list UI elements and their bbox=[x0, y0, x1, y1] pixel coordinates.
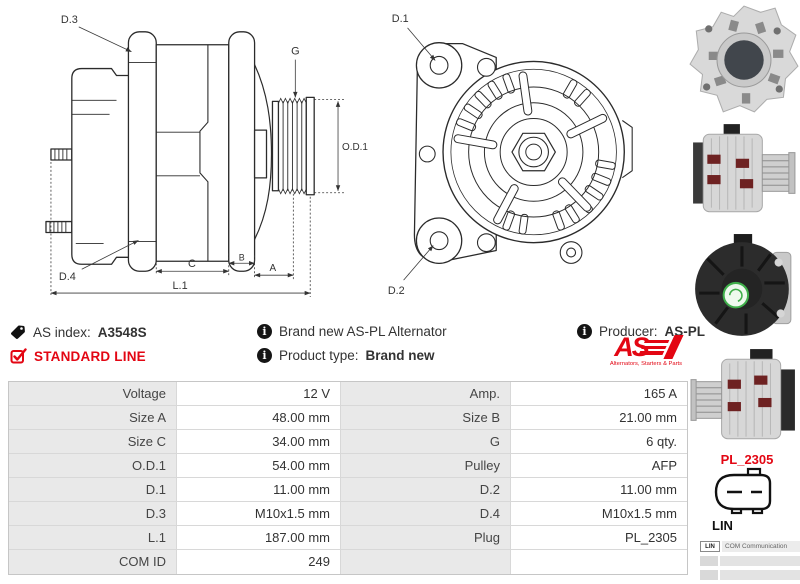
spec-value: 21.00 mm bbox=[511, 406, 687, 430]
plug-legend: LIN COM Communication bbox=[700, 541, 800, 584]
dim-label-d4: D.4 bbox=[59, 271, 76, 283]
pulley-flange-left bbox=[271, 100, 280, 192]
legend-desc: COM Communication bbox=[722, 541, 800, 552]
mount-hole-d1 bbox=[429, 55, 449, 75]
table-row: L.1 187.00 mm Plug PL_2305 bbox=[9, 526, 687, 550]
table-row: Size C 34.00 mm G 6 qty. bbox=[9, 430, 687, 454]
shaft bbox=[253, 129, 268, 179]
as-index-label: AS index: bbox=[33, 324, 91, 340]
as-index-value: A3548S bbox=[97, 324, 147, 340]
info-icon: i bbox=[577, 324, 592, 339]
standard-line-label: STANDARD LINE bbox=[34, 348, 146, 364]
legend-key: LIN bbox=[700, 541, 720, 552]
spec-value: 54.00 mm bbox=[177, 454, 341, 478]
spec-value: 12 V bbox=[177, 382, 341, 406]
legend-row: LIN COM Communication bbox=[700, 541, 800, 552]
table-row: COM ID 249 bbox=[9, 550, 687, 574]
product-type-label: Product type: bbox=[279, 348, 359, 363]
spec-label: Plug bbox=[341, 526, 511, 550]
spec-label: Voltage bbox=[9, 382, 177, 406]
dim-label-d3: D.3 bbox=[61, 14, 78, 26]
dim-label-d2: D.2 bbox=[388, 285, 405, 297]
spec-value: 187.00 mm bbox=[177, 526, 341, 550]
spec-value: 249 bbox=[177, 550, 341, 574]
spec-table: Voltage 12 V Amp. 165 A Size A 48.00 mm … bbox=[8, 381, 688, 575]
table-row: D.3 M10x1.5 mm D.4 M10x1.5 mm bbox=[9, 502, 687, 526]
spec-label: Pulley bbox=[341, 454, 511, 478]
table-row: D.1 11.00 mm D.2 11.00 mm bbox=[9, 478, 687, 502]
stator-body bbox=[155, 44, 230, 262]
terminal-stud-top bbox=[50, 148, 73, 161]
legend-row-placeholder bbox=[700, 570, 800, 580]
spec-label: Size B bbox=[341, 406, 511, 430]
as-index-line: AS index: A3548S bbox=[10, 324, 147, 340]
spec-label: L.1 bbox=[9, 526, 177, 550]
front-bracket bbox=[228, 31, 256, 272]
producer-label: Producer: bbox=[599, 324, 658, 339]
info-icon: i bbox=[257, 324, 272, 339]
spec-label bbox=[341, 550, 511, 574]
spec-label: Amp. bbox=[341, 382, 511, 406]
rear-cover bbox=[71, 67, 132, 265]
table-row: O.D.1 54.00 mm Pulley AFP bbox=[9, 454, 687, 478]
as-logo-block bbox=[663, 335, 684, 359]
spec-value: 48.00 mm bbox=[177, 406, 341, 430]
brand-new-line: i Brand new AS-PL Alternator bbox=[257, 324, 447, 339]
rear-bracket bbox=[127, 31, 157, 272]
spec-label: Size C bbox=[9, 430, 177, 454]
table-row: Voltage 12 V Amp. 165 A bbox=[9, 382, 687, 406]
dim-label-g: G bbox=[291, 46, 299, 58]
spec-value: 11.00 mm bbox=[511, 478, 687, 502]
table-row: Size A 48.00 mm Size B 21.00 mm bbox=[9, 406, 687, 430]
standard-line: STANDARD LINE bbox=[10, 348, 146, 364]
spec-label: Size A bbox=[9, 406, 177, 430]
product-photo-rear[interactable] bbox=[688, 232, 800, 342]
spec-value: 34.00 mm bbox=[177, 430, 341, 454]
as-logo-subtext: Alternators, Starters & Parts bbox=[609, 361, 683, 367]
product-type-value: Brand new bbox=[365, 348, 435, 363]
spec-label: D.2 bbox=[341, 478, 511, 502]
spec-value: M10x1.5 mm bbox=[511, 502, 687, 526]
dim-label-od1: O.D.1 bbox=[342, 142, 368, 153]
spec-value bbox=[511, 550, 687, 574]
pulley-flange-right bbox=[305, 96, 315, 196]
lin-connector-icon bbox=[714, 467, 772, 515]
spec-label: D.3 bbox=[9, 502, 177, 526]
spec-value: 165 A bbox=[511, 382, 687, 406]
product-photo-side-left[interactable] bbox=[688, 345, 800, 455]
spec-label: COM ID bbox=[9, 550, 177, 574]
side-view-svg: D.3 G O.D.1 D.4 C B A L.1 bbox=[45, 14, 368, 298]
legend-row-placeholder bbox=[700, 556, 800, 566]
spec-label: O.D.1 bbox=[9, 454, 177, 478]
spec-value: 11.00 mm bbox=[177, 478, 341, 502]
tag-icon bbox=[11, 325, 25, 339]
front-view-svg: D.1 D.2 bbox=[388, 13, 633, 297]
spec-label: D.4 bbox=[341, 502, 511, 526]
spec-value: M10x1.5 mm bbox=[177, 502, 341, 526]
dim-label-l1: L.1 bbox=[173, 280, 188, 292]
info-icon: i bbox=[257, 348, 272, 363]
technical-drawing-front-view: D.1 D.2 bbox=[378, 6, 644, 302]
spec-value: 6 qty. bbox=[511, 430, 687, 454]
mount-hole-d2 bbox=[429, 231, 449, 251]
brand-new-text: Brand new AS-PL Alternator bbox=[279, 324, 447, 339]
plug-connector-label: LIN bbox=[712, 518, 733, 533]
technical-drawing-side-view: D.3 G O.D.1 D.4 C B A L.1 bbox=[12, 5, 374, 303]
dim-label-d1: D.1 bbox=[392, 13, 409, 25]
spec-value: PL_2305 bbox=[511, 526, 687, 550]
spec-value: AFP bbox=[511, 454, 687, 478]
product-photo-side-right[interactable] bbox=[688, 118, 800, 228]
pulley-grooves bbox=[277, 101, 307, 191]
product-type-line: i Product type: Brand new bbox=[257, 348, 435, 363]
checked-checkbox-icon bbox=[10, 348, 27, 364]
product-photo-front[interactable] bbox=[688, 4, 800, 116]
as-pl-logo: AS Alternators, Starters & Parts bbox=[600, 334, 692, 367]
dim-label-b: B bbox=[239, 252, 245, 262]
spec-label: G bbox=[341, 430, 511, 454]
plug-code: PL_2305 bbox=[720, 452, 774, 467]
dim-label-c: C bbox=[188, 258, 196, 270]
spec-label: D.1 bbox=[9, 478, 177, 502]
dim-label-a: A bbox=[269, 263, 276, 274]
plug-connector-drawing bbox=[704, 466, 784, 521]
